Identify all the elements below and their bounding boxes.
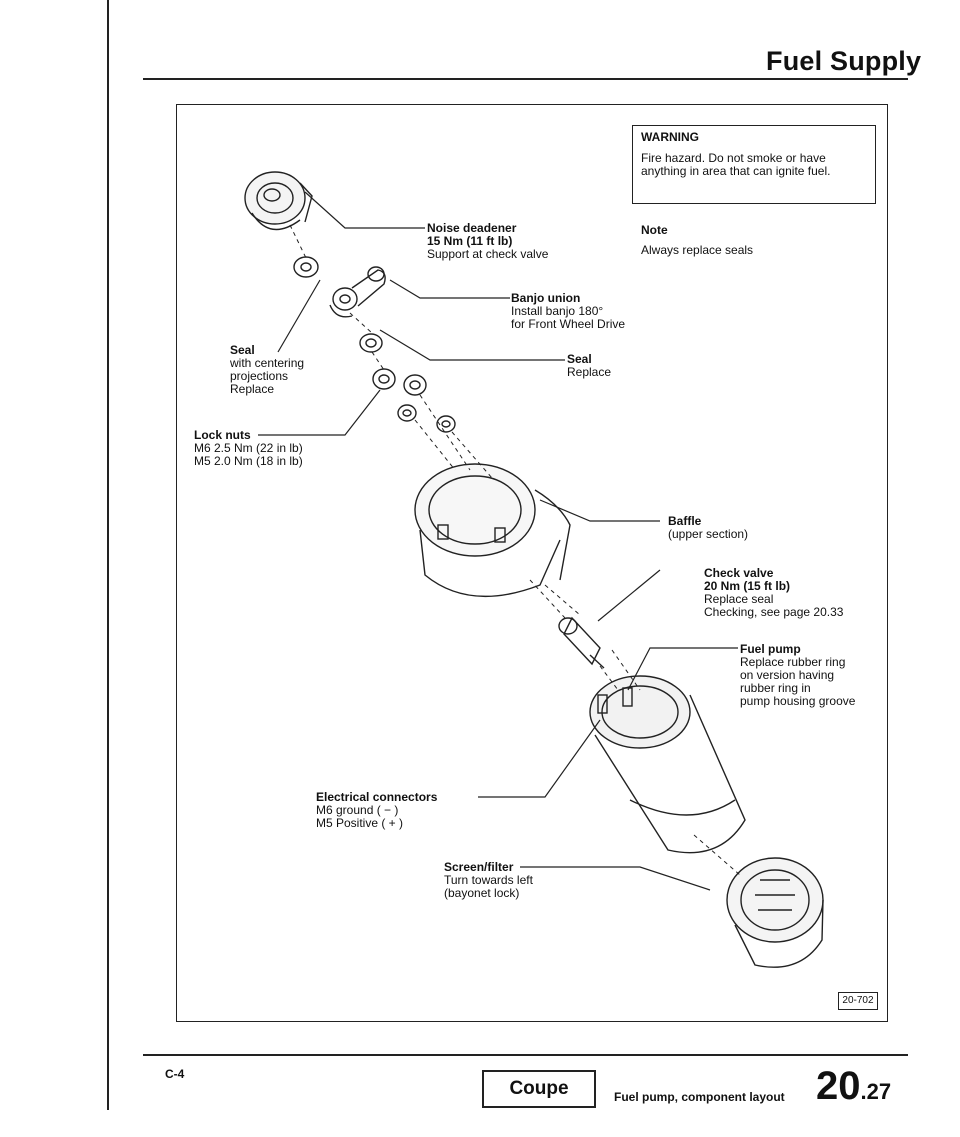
seal-left-line1: with centering — [230, 356, 305, 370]
fuel-pump-drawing — [589, 675, 746, 854]
label-seal-left: Seal with centering projections Replace — [230, 344, 304, 396]
header-rule — [143, 78, 908, 80]
screen-filter-drawing — [726, 857, 824, 968]
page-number-main: 20 — [816, 1064, 861, 1108]
label-fuel-pump: Fuel pump Replace rubber ring on version… — [740, 643, 855, 708]
figure-number: 20-702 — [838, 992, 878, 1010]
noise-deadener-note: Support at check valve — [427, 247, 549, 261]
screen-filter-title: Screen/filter — [444, 860, 514, 874]
label-check-valve: Check valve 20 Nm (15 ft lb) Replace sea… — [704, 567, 843, 619]
noise-deadener-drawing — [244, 171, 313, 231]
page-number: 20.27 — [816, 1064, 891, 1109]
label-noise-deadener: Noise deadener 15 Nm (11 ft lb) Support … — [427, 222, 548, 261]
noise-deadener-title: Noise deadener — [427, 221, 517, 235]
label-seal-right: Seal Replace — [567, 353, 611, 379]
screen-filter-line1: Turn towards left — [444, 873, 533, 887]
page-code: C-4 — [165, 1067, 185, 1081]
label-baffle: Baffle (upper section) — [668, 515, 748, 541]
electrical-connectors-line1: M6 ground ( − ) — [316, 803, 399, 817]
seal-right-title: Seal — [567, 352, 592, 366]
label-lock-nuts: Lock nuts M6 2.5 Nm (22 in lb) M5 2.0 Nm… — [194, 429, 303, 468]
fuel-pump-line1: Replace rubber ring — [740, 655, 846, 669]
model-tag: Coupe — [482, 1070, 596, 1108]
fuel-pump-line2: on version having — [740, 668, 835, 682]
section-title: Fuel pump, component layout — [614, 1090, 785, 1104]
note: Note Always replace seals — [641, 224, 753, 257]
warning-box: WARNING Fire hazard. Do not smoke or hav… — [632, 125, 876, 204]
fuel-pump-title: Fuel pump — [740, 642, 801, 656]
check-valve-line2: Replace seal — [704, 592, 774, 606]
check-valve-drawing — [558, 616, 605, 669]
seal-left-title: Seal — [230, 343, 255, 357]
note-text: Always replace seals — [641, 243, 754, 257]
fuel-pump-line3: rubber ring in — [740, 681, 811, 695]
page-title: Fuel Supply — [766, 46, 922, 76]
banjo-union-title: Banjo union — [511, 291, 581, 305]
lock-nuts-line1: M6 2.5 Nm (22 in lb) — [194, 441, 303, 455]
fuel-pump-line4: pump housing groove — [740, 694, 856, 708]
check-valve-title: Check valve — [704, 566, 774, 580]
page-number-sub: .27 — [860, 1079, 892, 1104]
check-valve-line3: Checking, see page 20.33 — [704, 605, 844, 619]
noise-deadener-torque: 15 Nm (11 ft lb) — [427, 234, 513, 248]
screen-filter-line2: (bayonet lock) — [444, 886, 520, 900]
banjo-union-line1: Install banjo 180° — [511, 304, 604, 318]
baffle-title: Baffle — [668, 514, 702, 528]
check-valve-torque: 20 Nm (15 ft lb) — [704, 579, 791, 593]
left-margin-rule — [107, 0, 109, 1110]
lock-nuts-line2: M5 2.0 Nm (18 in lb) — [194, 454, 303, 468]
warning-title: WARNING — [641, 130, 699, 144]
lock-nuts-title: Lock nuts — [194, 428, 251, 442]
label-banjo-union: Banjo union Install banjo 180° for Front… — [511, 292, 625, 331]
seals-locknuts-drawing — [359, 333, 456, 433]
electrical-connectors-title: Electrical connectors — [316, 790, 438, 804]
banjo-union-drawing — [293, 256, 386, 318]
baffle-line1: (upper section) — [668, 527, 749, 541]
label-screen-filter: Screen/filter Turn towards left (bayonet… — [444, 861, 533, 900]
baffle-drawing — [414, 463, 571, 598]
seal-right-line1: Replace — [567, 365, 612, 379]
figure-panel — [176, 104, 888, 1022]
seal-left-line2: projections — [230, 369, 289, 383]
label-electrical-connectors: Electrical connectors M6 ground ( − ) M5… — [316, 791, 437, 830]
seal-left-line3: Replace — [230, 382, 275, 396]
footer-rule — [143, 1054, 908, 1056]
warning-text: Fire hazard. Do not smoke or have anythi… — [641, 151, 831, 178]
note-title: Note — [641, 223, 668, 237]
banjo-union-line2: for Front Wheel Drive — [511, 317, 626, 331]
electrical-connectors-line2: M5 Positive ( + ) — [316, 816, 404, 830]
